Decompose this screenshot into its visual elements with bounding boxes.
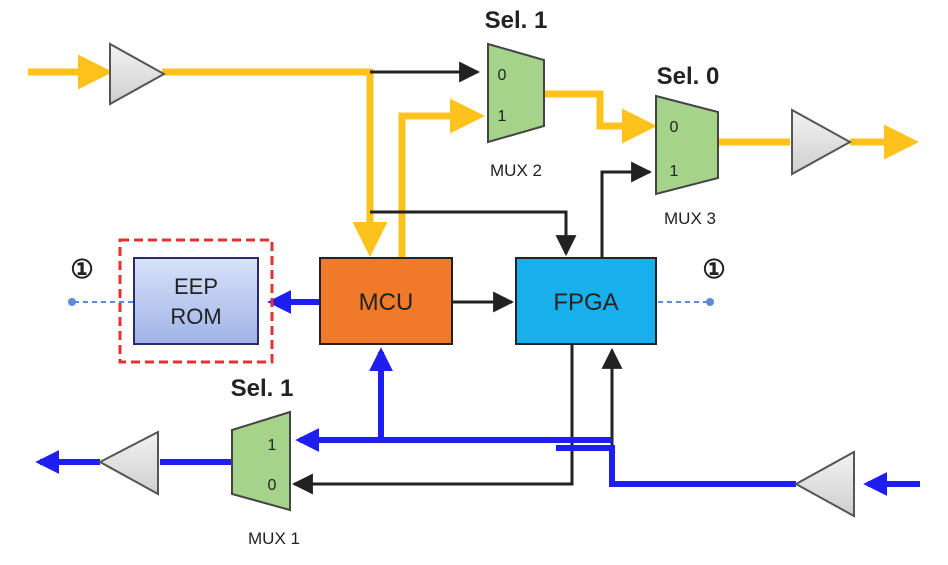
right-port-dot [706, 298, 714, 306]
mux2-input-top: 0 [498, 67, 507, 84]
mux2-select-label: Sel. 1 [485, 7, 548, 34]
mux3-body [655, 94, 719, 196]
mux3-name: MUX 3 [664, 209, 716, 228]
mcu-label: MCU [359, 289, 414, 316]
mux2-body [487, 42, 545, 144]
mux1-input-bottom: 0 [268, 477, 277, 494]
black-signal-lines [291, 61, 653, 495]
fpga-to-mux1-line [291, 344, 574, 495]
mux2-input-bottom: 1 [498, 108, 507, 125]
mcu-to-mux2-line [398, 98, 485, 258]
output-buffer-bottom [97, 430, 159, 496]
mux1-input-top: 1 [268, 437, 277, 454]
port-links: ① ① [68, 254, 726, 306]
eeprom-label-line1: EEP [174, 274, 218, 299]
mcu-box [319, 257, 453, 345]
buffer-to-mcu-line [162, 68, 388, 257]
input-buffer-top [109, 42, 167, 106]
fpga-block: FPGA [515, 257, 657, 345]
split-to-fpga-line [370, 210, 577, 257]
mux3-input-bottom: 1 [670, 163, 679, 180]
mcu-block: MCU [319, 257, 453, 345]
mux3-select-label: Sel. 0 [657, 63, 720, 90]
mux1-name: MUX 1 [248, 529, 300, 548]
fpga-box [515, 257, 657, 345]
output-buffer-top [791, 108, 853, 176]
mux1-body [231, 410, 291, 512]
mux2-name: MUX 2 [490, 161, 542, 180]
yellow-signal-path [28, 54, 919, 258]
fpga-label: FPGA [553, 289, 618, 316]
left-port-marker: ① [70, 254, 93, 284]
eeprom-block: EEP ROM [118, 238, 274, 364]
mux3-input-top: 0 [670, 119, 679, 136]
left-port-dot [68, 298, 76, 306]
right-port-marker: ① [702, 254, 725, 284]
mux2: Sel. 1 0 1 MUX 2 [485, 7, 548, 180]
blue-signal-path [35, 290, 920, 496]
eeprom-label-line2: ROM [170, 304, 221, 329]
mux1: Sel. 1 1 0 MUX 1 [231, 375, 300, 548]
fpga-to-mux3-line [600, 161, 653, 258]
eeprom-highlight-border [118, 238, 274, 364]
input-buffer-bottom [793, 450, 855, 518]
mux1-select-label: Sel. 1 [231, 375, 294, 402]
mux3: Sel. 0 0 1 MUX 3 [655, 63, 720, 228]
buffer-to-junction-line [556, 445, 796, 487]
mux2-to-mux3-line [544, 90, 657, 144]
eeprom-box [133, 257, 259, 345]
buffers [97, 42, 855, 518]
